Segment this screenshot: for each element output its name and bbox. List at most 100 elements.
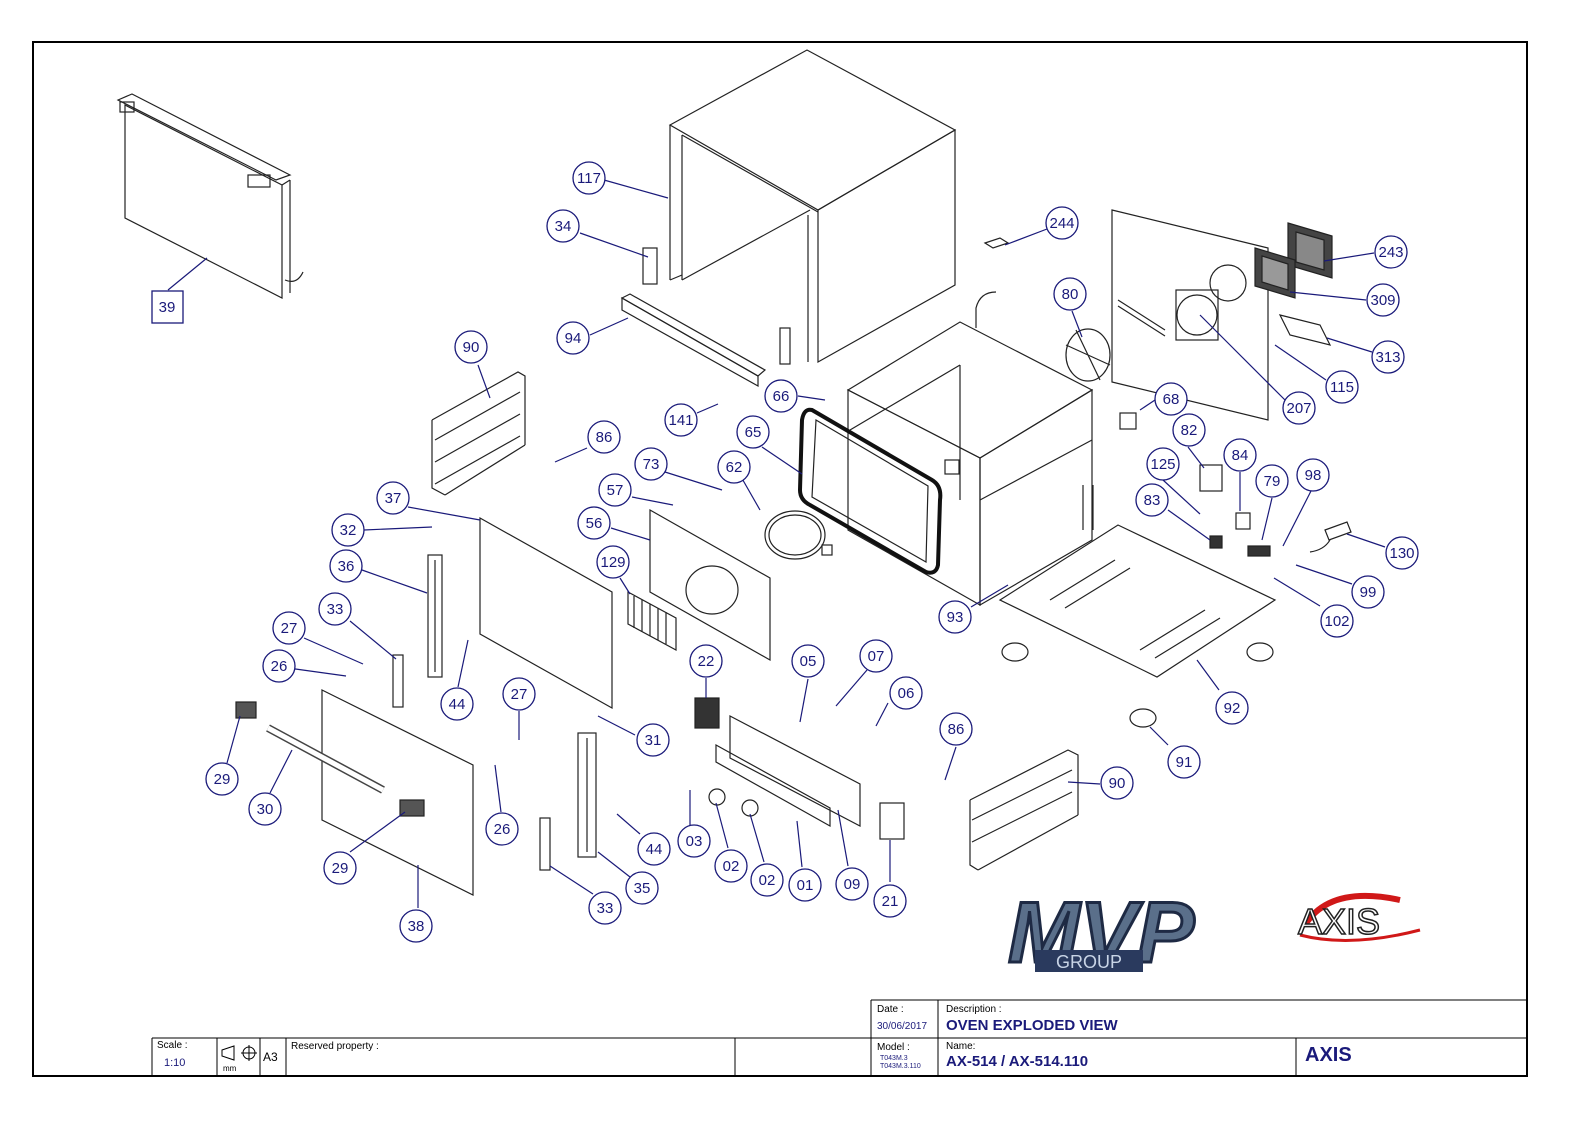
- part-92-base: [998, 524, 1277, 678]
- part-65-gasket: [797, 407, 960, 575]
- balloon-07: 07: [859, 639, 893, 673]
- balloon-35: 35: [625, 871, 659, 905]
- description-label: Description :: [946, 1004, 1002, 1015]
- svg-text:90: 90: [463, 339, 480, 356]
- svg-text:91: 91: [1176, 754, 1193, 771]
- balloon-115: 115: [1325, 370, 1359, 404]
- svg-text:26: 26: [494, 821, 511, 838]
- scale-label: Scale :: [157, 1040, 188, 1051]
- svg-text:66: 66: [773, 388, 790, 405]
- balloon-243: 243: [1374, 235, 1408, 269]
- svg-text:56: 56: [586, 515, 603, 532]
- part-83-switch: [1209, 535, 1223, 549]
- balloon-30: 30: [248, 792, 282, 826]
- part-94-rail: [620, 293, 767, 388]
- svg-text:102: 102: [1324, 613, 1349, 630]
- balloon-73: 73: [634, 447, 668, 481]
- balloon-86-top: 86: [587, 420, 621, 454]
- svg-text:01: 01: [797, 877, 814, 894]
- svg-text:36: 36: [338, 558, 355, 575]
- balloon-31: 31: [636, 723, 670, 757]
- balloon-98: 98: [1296, 458, 1330, 492]
- date-label: Date :: [877, 1004, 904, 1015]
- sheet-size: A3: [263, 1050, 278, 1064]
- leader-lines: [167, 179, 1386, 908]
- balloon-06: 06: [889, 676, 923, 710]
- part-09-control-bracket: [715, 715, 861, 828]
- svg-text:313: 313: [1375, 349, 1400, 366]
- balloon-44-bottom: 44: [637, 832, 671, 866]
- part-84-relay: [1235, 512, 1251, 530]
- svg-text:27: 27: [281, 620, 298, 637]
- svg-text:86: 86: [948, 721, 965, 738]
- svg-text:86: 86: [596, 429, 613, 446]
- part-90-rack-bottom: [969, 749, 1079, 871]
- balloon-33-bottom: 33: [588, 891, 622, 925]
- svg-text:73: 73: [643, 456, 660, 473]
- svg-text:27: 27: [511, 686, 528, 703]
- part-38-outer-glass: [321, 689, 474, 896]
- model-value-1: T043M.3: [880, 1055, 908, 1062]
- part-37-inner-glass: [479, 516, 613, 710]
- part-244-bracket: [983, 237, 1010, 249]
- svg-text:29: 29: [214, 771, 231, 788]
- balloon-82: 82: [1172, 413, 1206, 447]
- name-value: AX-514 / AX-514.110: [946, 1053, 1089, 1070]
- date-value: 30/06/2017: [877, 1021, 928, 1032]
- balloon-90-bottom: 90: [1100, 766, 1134, 800]
- svg-text:309: 309: [1370, 292, 1395, 309]
- balloon-39: 39: [151, 290, 184, 324]
- svg-text:06: 06: [898, 685, 915, 702]
- oven-components: [116, 49, 1352, 896]
- svg-text:35: 35: [634, 880, 651, 897]
- part-82-contactor: [1199, 464, 1223, 492]
- balloon-125: 125: [1146, 447, 1180, 481]
- svg-text:02: 02: [723, 858, 740, 875]
- svg-text:125: 125: [1150, 456, 1175, 473]
- svg-text:39: 39: [159, 299, 176, 316]
- part-309-grille: [1254, 247, 1296, 299]
- svg-text:44: 44: [646, 841, 663, 858]
- description-value: OVEN EXPLODED VIEW: [946, 1017, 1118, 1034]
- svg-text:98: 98: [1305, 467, 1322, 484]
- balloon-79: 79: [1255, 464, 1289, 498]
- part-35-hinge: [577, 732, 597, 858]
- balloon-02-b: 02: [750, 863, 784, 897]
- part-80-fan: [1065, 328, 1111, 382]
- svg-text:33: 33: [597, 900, 614, 917]
- svg-text:90: 90: [1109, 775, 1126, 792]
- balloon-93: 93: [938, 600, 972, 634]
- svg-text:65: 65: [745, 424, 762, 441]
- part-29-end-b: [399, 799, 425, 817]
- svg-text:02: 02: [759, 872, 776, 889]
- balloon-65: 65: [736, 415, 770, 449]
- part-21-box: [879, 802, 905, 840]
- balloon-01: 01: [788, 868, 822, 902]
- svg-text:26: 26: [271, 658, 288, 675]
- balloon-99: 99: [1351, 575, 1385, 609]
- svg-text:29: 29: [332, 860, 349, 877]
- balloon-207: 207: [1282, 391, 1316, 425]
- part-115-back-panel: [1111, 209, 1269, 421]
- svg-text:141: 141: [668, 412, 693, 429]
- balloon-37: 37: [376, 481, 410, 515]
- balloon-44-top: 44: [440, 687, 474, 721]
- svg-text:243: 243: [1378, 244, 1403, 261]
- part-02-knob-a: [708, 788, 726, 806]
- balloon-29-right: 29: [323, 851, 357, 885]
- balloon-02-a: 02: [714, 849, 748, 883]
- part-29-end-a: [235, 701, 257, 719]
- balloon-244: 244: [1045, 206, 1079, 240]
- balloon-57: 57: [598, 473, 632, 507]
- svg-text:82: 82: [1181, 422, 1198, 439]
- balloon-56: 56: [577, 506, 611, 540]
- svg-text:99: 99: [1360, 584, 1377, 601]
- part-balloons: 39 117 34 244 243 309 80 313 115 207 94 …: [151, 161, 1419, 943]
- part-130-cable: [1309, 521, 1352, 553]
- balloon-141: 141: [664, 403, 698, 437]
- svg-text:94: 94: [565, 330, 582, 347]
- balloon-21: 21: [873, 884, 907, 918]
- part-62-heating-element: [764, 510, 833, 560]
- balloon-91: 91: [1167, 745, 1201, 779]
